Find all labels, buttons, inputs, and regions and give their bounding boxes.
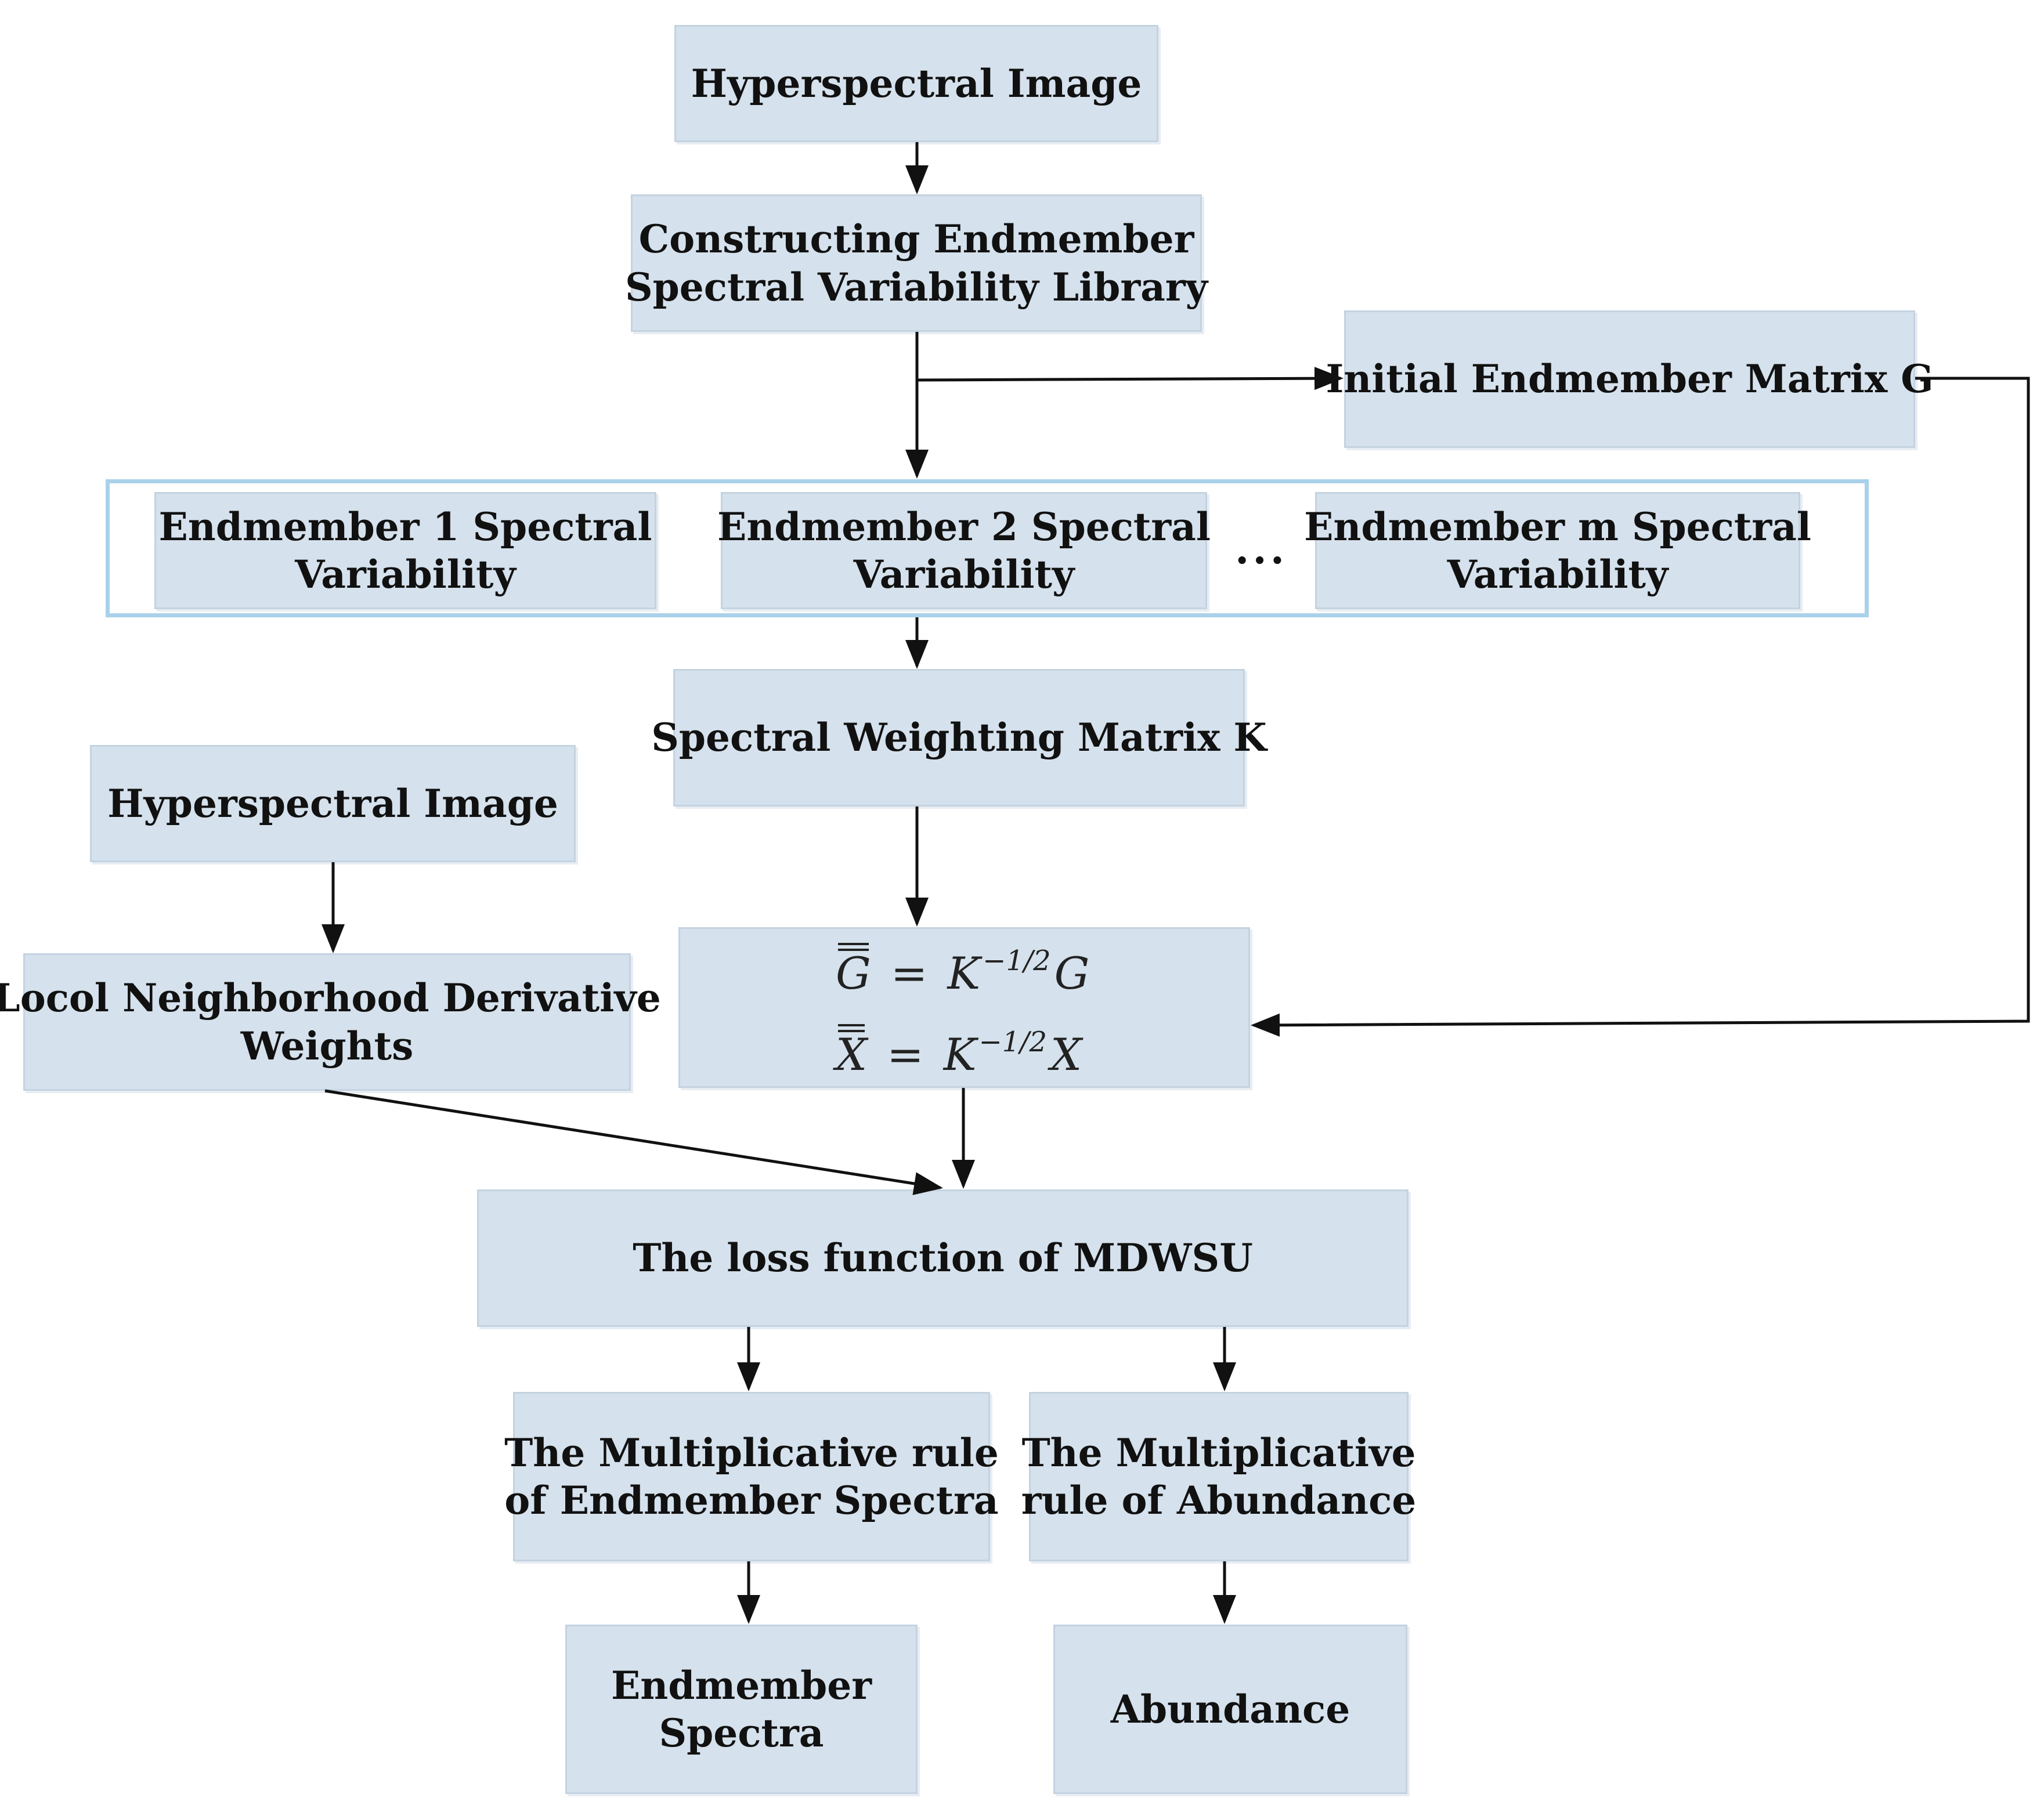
arrow-initial-g-to-formula xyxy=(1251,377,2030,1037)
node-label-line1: Endmember 2 Spectral xyxy=(717,504,1211,549)
k-base: K xyxy=(947,947,981,999)
multiplicative-rule-endmember-node: The Multiplicative rule of Endmember Spe… xyxy=(504,1392,999,1561)
formula-x: X =K−1/2X xyxy=(836,1024,1082,1080)
node-label: Spectral Weighting Matrix K xyxy=(651,714,1267,762)
node-label: Abundance xyxy=(1110,1686,1350,1732)
loss-function-node: The loss function of MDWSU xyxy=(477,1189,1409,1327)
node-label-line2: Variability xyxy=(1447,552,1669,597)
node-label-line1: Locol Neighborhood Derivative xyxy=(0,975,661,1021)
node-label-line2: Variability xyxy=(853,552,1075,597)
multiplicative-rule-abundance-node: The Multiplicative rule of Abundance xyxy=(1021,1392,1416,1561)
ellipsis: ... xyxy=(1235,525,1288,573)
equals-sign: = xyxy=(890,947,928,999)
weighting-label: Spectral Weighting Matrix K xyxy=(651,715,1267,761)
node-label-line2: Weights xyxy=(240,1023,414,1069)
exponent: −1/2 xyxy=(983,945,1051,977)
node-label-line1: Endmember 1 Spectral xyxy=(158,504,652,549)
k-base: K xyxy=(943,1029,977,1080)
arrow-lnd-to-loss xyxy=(324,1089,943,1195)
exponent: −1/2 xyxy=(978,1026,1048,1058)
x-rhs: X xyxy=(1050,1029,1082,1080)
g-double-bar: G xyxy=(836,943,871,999)
endmember-m-variability-node: Endmember m Spectral Variability xyxy=(1304,492,1811,609)
variability-group xyxy=(106,479,1869,617)
g-lhs: G xyxy=(836,947,871,999)
arrow-library-to-initial-g xyxy=(916,367,1344,390)
spectral-weighting-matrix-node: Spectral Weighting Matrix K xyxy=(651,669,1267,806)
node-label-line2: rule of Abundance xyxy=(1021,1478,1417,1523)
abundance-output-node: Abundance xyxy=(1053,1625,1407,1794)
node-label-line2: of Endmember Spectra xyxy=(504,1478,999,1523)
node-label-line1: The Multiplicative rule xyxy=(504,1430,999,1475)
node-label-line1: Endmember m Spectral xyxy=(1304,504,1811,549)
local-neighborhood-weights-node: Locol Neighborhood Derivative Weights xyxy=(0,953,661,1091)
hyperspectral-image-left-node: Hyperspectral Image xyxy=(90,745,576,862)
equals-sign: = xyxy=(887,1029,924,1080)
node-label: Initial Endmember Matrix G xyxy=(1326,356,1934,402)
endmember-spectra-output-node: Endmember Spectra xyxy=(565,1625,918,1794)
weighted-matrices-formula-node xyxy=(678,927,1250,1088)
node-label: Hyperspectral Image xyxy=(107,780,558,826)
node-label-line1: The Multiplicative xyxy=(1021,1430,1416,1475)
node-label-line2: Spectra xyxy=(659,1710,824,1756)
node-label: The loss function of MDWSU xyxy=(633,1235,1253,1281)
x-double-bar: X xyxy=(836,1024,868,1080)
g-rhs: G xyxy=(1054,947,1090,999)
node-label: Hyperspectral Image xyxy=(691,60,1142,106)
endmember-2-variability-node: Endmember 2 Spectral Variability xyxy=(717,492,1211,609)
node-label-line2: Variability xyxy=(295,552,516,597)
node-label-line1: Endmember xyxy=(611,1662,872,1708)
formula-g: G =K−1/2G xyxy=(836,943,1090,999)
constructing-library-node: Constructing Endmember Spectral Variabil… xyxy=(625,194,1208,332)
endmember-1-variability-node: Endmember 1 Spectral Variability xyxy=(154,492,656,609)
initial-endmember-matrix-node: Initial Endmember Matrix G xyxy=(1326,310,1934,448)
node-label-line1: Constructing Endmember xyxy=(638,216,1194,262)
hyperspectral-image-top-node: Hyperspectral Image xyxy=(674,25,1158,142)
x-lhs: X xyxy=(836,1029,868,1080)
node-label-line2: Spectral Variability Library xyxy=(624,264,1208,310)
